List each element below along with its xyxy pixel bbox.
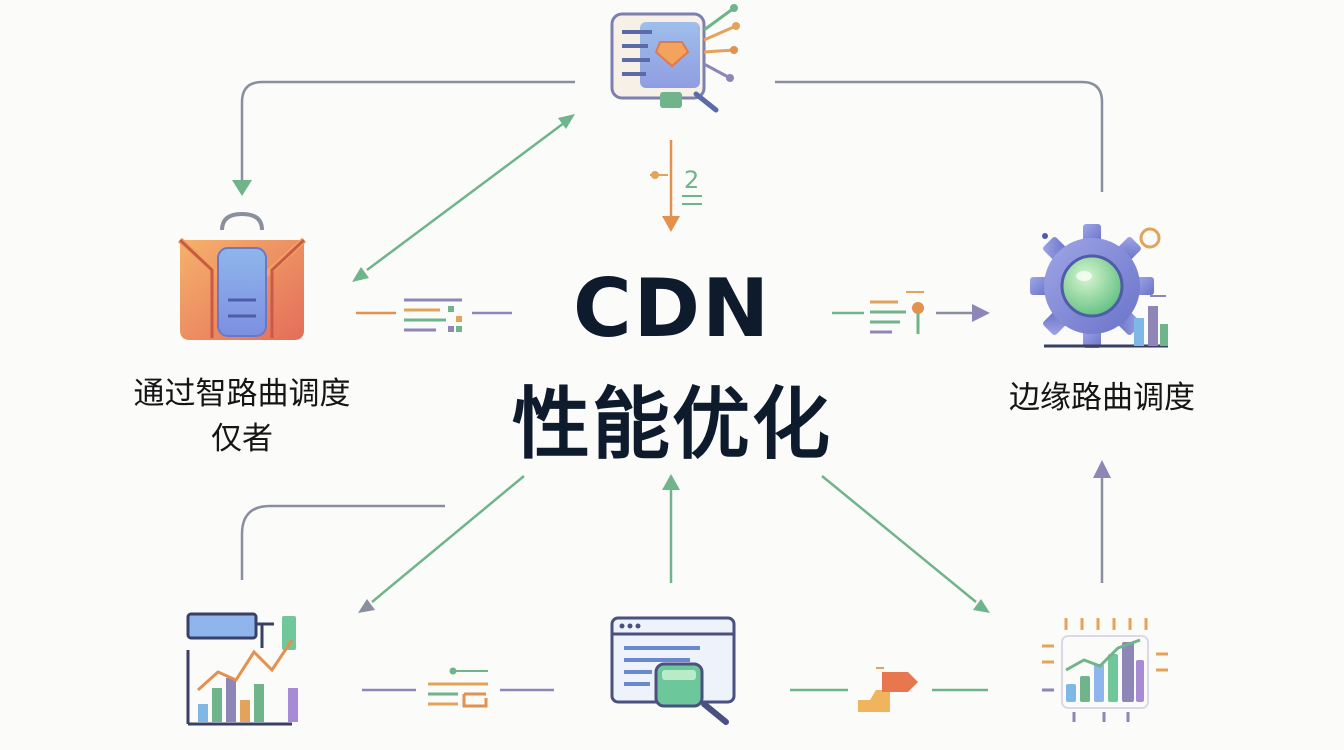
connector-right-to-top: [775, 80, 1104, 192]
dashboard-chart-icon: [186, 612, 298, 726]
connector-center-to-bottom-right: [821, 475, 990, 613]
connector-center-to-bottom-left: [358, 475, 525, 613]
connector-bottom-center-to-center: [662, 474, 680, 583]
package-icon: [177, 211, 307, 340]
signal-flow-icon: [870, 291, 924, 334]
tag-flow-icon: [858, 667, 918, 712]
connector-top-to-left: [232, 80, 575, 196]
title-line-1: CDN: [572, 262, 772, 355]
connector-left-top-diagonal: [352, 114, 575, 282]
left-node-label-line-1: 通过智路曲调度: [133, 376, 351, 412]
top-step-number: 2: [684, 166, 699, 194]
connector-center-to-left: [356, 298, 512, 332]
right-node-label: 边缘路曲调度: [1009, 380, 1195, 416]
gear-chart-icon: [1030, 224, 1168, 348]
connector-top-to-center: 2: [650, 140, 702, 232]
flow-bars-icon: [428, 667, 488, 708]
title-line-2: 性能优化: [511, 380, 832, 470]
chip-chart-icon: [1042, 618, 1168, 722]
connector-bottom-left-loop: [240, 504, 445, 580]
connector-bottom-left-to-center: [362, 667, 554, 708]
left-node-label: 通过智路曲调度 仅者: [92, 372, 392, 462]
flow-lines-icon: [404, 298, 462, 332]
connector-bottom-center-to-right: [790, 667, 988, 712]
network-notebook-icon: [610, 4, 740, 113]
left-node-label-line-2: 仅者: [211, 420, 273, 457]
browser-search-icon: [610, 616, 736, 725]
connector-bottom-right-to-right: [1093, 460, 1111, 583]
connector-center-to-right: [832, 291, 990, 334]
